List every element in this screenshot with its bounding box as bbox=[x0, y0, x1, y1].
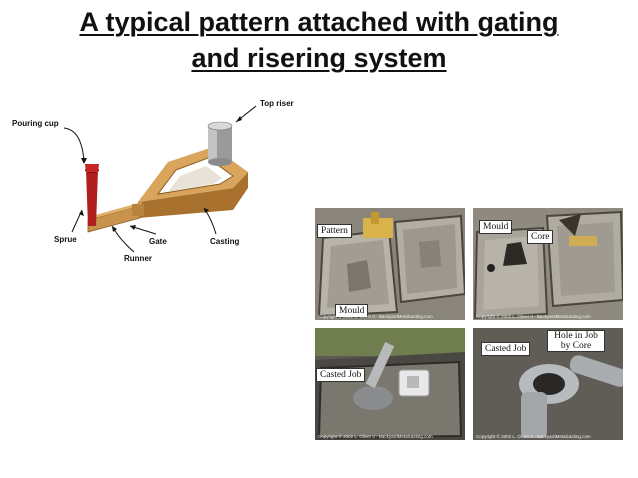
photo-casted-job: Casted Job Copyright © 2002 L. Oliver II… bbox=[315, 328, 465, 440]
tag-mould: Mould bbox=[479, 220, 513, 234]
tag-mould: Mould bbox=[335, 304, 369, 318]
slide-title-line-1: A typical pattern attached with gating bbox=[79, 7, 559, 37]
slide-title-line-2: and risering system bbox=[191, 43, 447, 73]
photo-copyright: Copyright © 2002 L. Oliver II - Backyard… bbox=[476, 314, 591, 319]
photo-pattern-mould-image bbox=[315, 208, 465, 320]
photo-pattern-mould: Pattern Mould Copyright © 2002 L. Oliver… bbox=[315, 208, 465, 320]
photo-mould-core: Mould Core Copyright © 2002 L. Oliver II… bbox=[473, 208, 623, 320]
label-gate: Gate bbox=[149, 237, 167, 246]
leader-arrowheads bbox=[79, 116, 242, 232]
gate-shape bbox=[132, 204, 144, 216]
label-sprue: Sprue bbox=[54, 235, 77, 244]
photo-copyright: Copyright © 2002 L. Oliver II - Backyard… bbox=[318, 434, 433, 439]
tag-pattern: Pattern bbox=[317, 224, 352, 238]
photo-casted-job-image bbox=[315, 328, 465, 440]
label-top-riser: Top riser bbox=[260, 99, 294, 108]
gating-system-diagram: Top riser Pouring cup Sprue Gate Runner … bbox=[12, 99, 294, 263]
label-runner: Runner bbox=[124, 254, 152, 263]
label-pouring-cup: Pouring cup bbox=[12, 119, 59, 128]
tag-casted-job: Casted Job bbox=[481, 342, 531, 356]
runner-shape bbox=[87, 202, 142, 233]
top-riser-shape bbox=[207, 121, 233, 166]
tag-casted-job: Casted Job bbox=[316, 368, 366, 382]
slide-title: A typical pattern attached with gating a… bbox=[0, 4, 638, 76]
photo-copyright: Copyright © 2002 L. Oliver II - Backyard… bbox=[476, 434, 591, 439]
photo-copyright: Copyright © 2002 L. Oliver II - Backyard… bbox=[318, 314, 433, 319]
photo-hole-in-job: Casted Job Hole in Job by Core Copyright… bbox=[473, 328, 623, 440]
sprue-shape bbox=[85, 164, 99, 226]
tag-core: Core bbox=[527, 230, 554, 244]
label-casting: Casting bbox=[210, 237, 239, 246]
photo-mould-core-image bbox=[473, 208, 623, 320]
tag-hole-in-job-by-core: Hole in Job by Core bbox=[547, 330, 605, 352]
casting-shape bbox=[138, 147, 248, 218]
